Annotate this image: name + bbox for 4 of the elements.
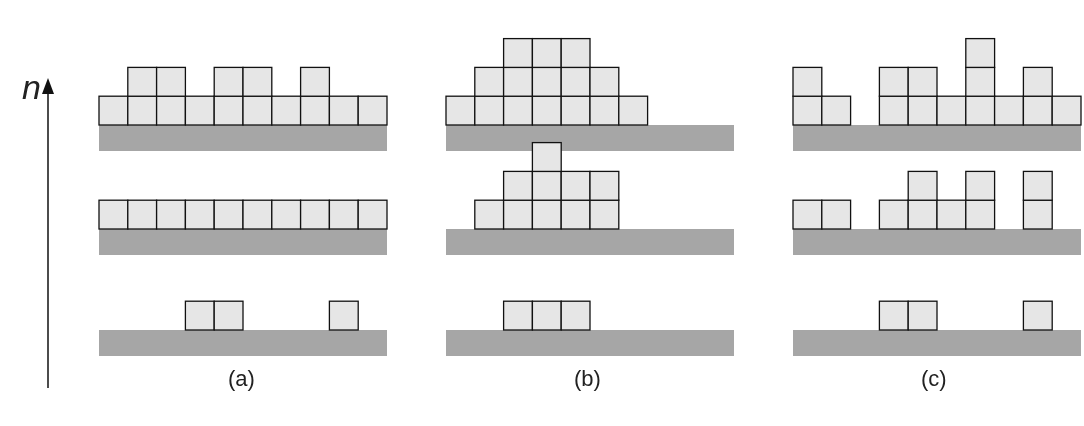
panel-label: (c) bbox=[921, 366, 947, 392]
panel-label: (a) bbox=[228, 366, 255, 392]
panel-label: (b) bbox=[574, 366, 601, 392]
axis-label: n bbox=[22, 68, 41, 107]
